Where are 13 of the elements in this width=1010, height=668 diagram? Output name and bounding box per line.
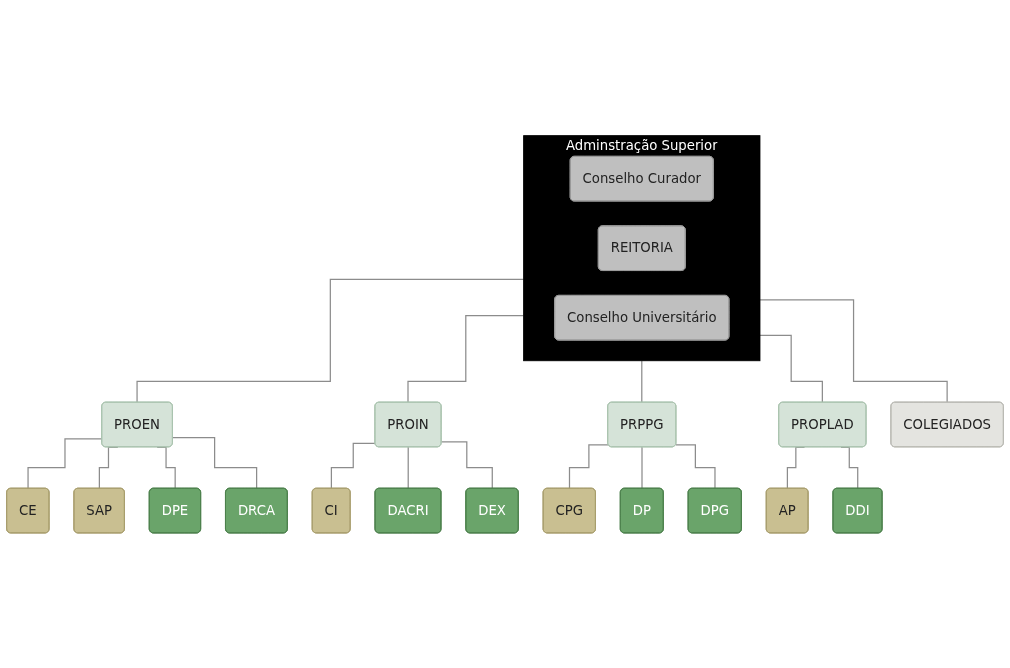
connector [27,437,103,489]
connector [568,444,610,489]
connector [407,446,410,489]
connector [641,359,643,403]
connector [641,446,643,489]
connector [330,442,376,489]
connector [759,298,948,403]
connector [440,440,494,489]
connector [172,436,258,489]
connector [136,278,525,403]
connector [759,334,823,403]
connector [675,443,716,489]
connector [407,314,525,403]
